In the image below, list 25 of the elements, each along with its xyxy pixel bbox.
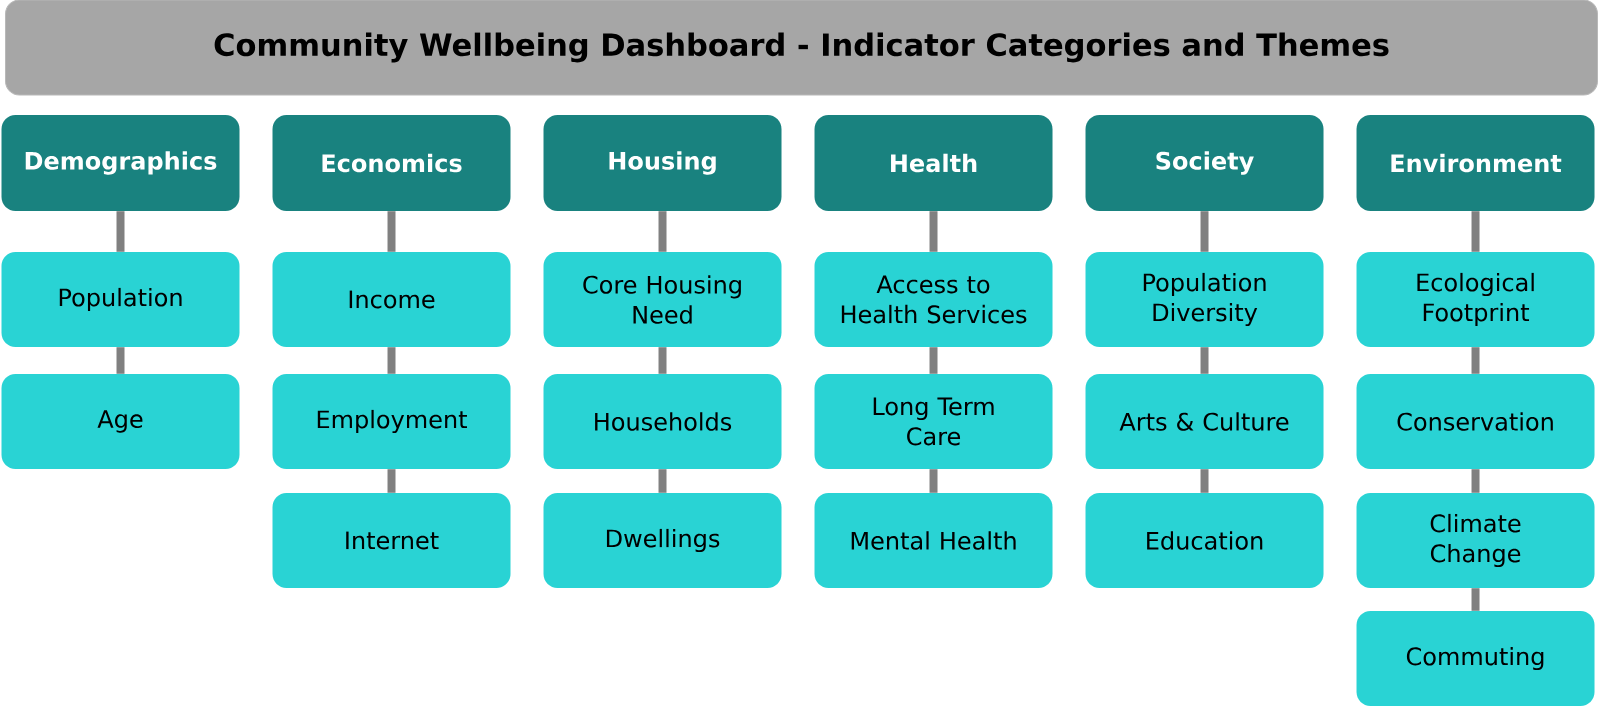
theme-box: Age <box>1 374 240 469</box>
theme-box: Mental Health <box>814 493 1053 588</box>
category-box: Economics <box>272 115 511 211</box>
theme-box: Income <box>272 252 511 347</box>
theme-box: Arts & Culture <box>1085 374 1324 469</box>
title-bar: Community Wellbeing Dashboard - Indicator Categories and Themes <box>5 0 1598 96</box>
theme-box: Dwellings <box>543 493 782 588</box>
theme-box: Long Term Care <box>814 374 1053 469</box>
category-box: Health <box>814 115 1053 211</box>
theme-box: Population Diversity <box>1085 252 1324 347</box>
theme-box: Access to Health Services <box>814 252 1053 347</box>
theme-box: Employment <box>272 374 511 469</box>
theme-box: Commuting <box>1356 611 1595 706</box>
theme-box: Internet <box>272 493 511 588</box>
theme-box: Population <box>1 252 240 347</box>
category-box: Housing <box>543 115 782 211</box>
category-box: Demographics <box>1 115 240 211</box>
theme-box: Conservation <box>1356 374 1595 469</box>
category-box: Society <box>1085 115 1324 211</box>
theme-box: Climate Change <box>1356 493 1595 588</box>
theme-box: Households <box>543 374 782 469</box>
theme-box: Ecological Footprint <box>1356 252 1595 347</box>
theme-box: Education <box>1085 493 1324 588</box>
theme-box: Core Housing Need <box>543 252 782 347</box>
category-box: Environment <box>1356 115 1595 211</box>
